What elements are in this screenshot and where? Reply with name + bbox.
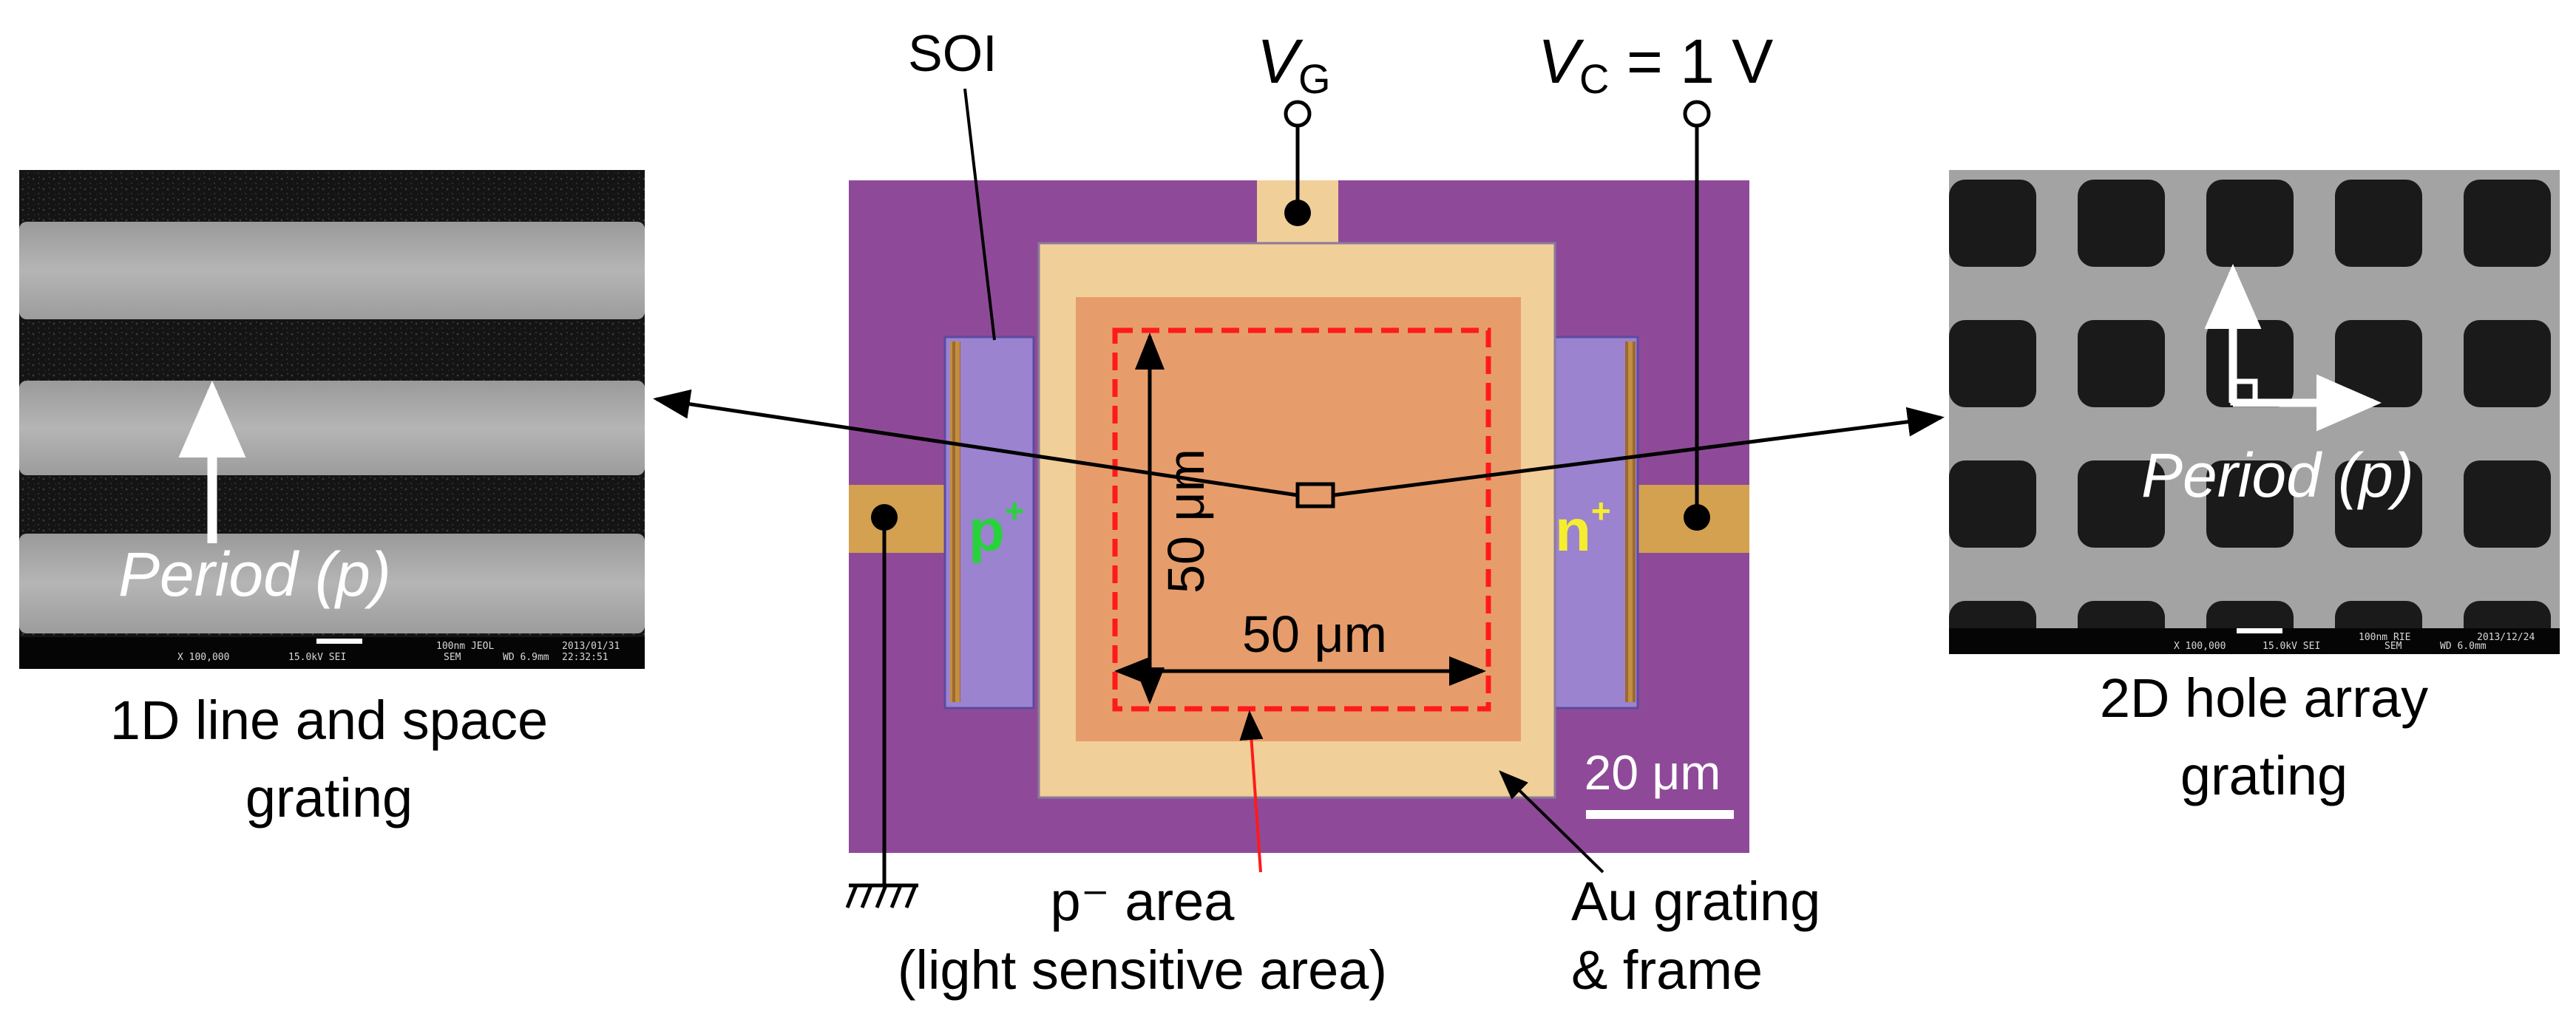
grating-hole: [2464, 320, 2551, 407]
right-angle-marker: [2230, 378, 2258, 406]
sem-info-text: WD 6.0mm: [2440, 641, 2487, 652]
grating-hole: [2206, 320, 2294, 407]
grating-hole: [2335, 320, 2422, 407]
sem-info-text: SEM: [444, 652, 461, 663]
left-caption-line2: grating: [245, 767, 413, 829]
grating-hole: [2464, 180, 2551, 267]
connector-arrow-left: [653, 389, 1298, 497]
right-finger-electrode: [1625, 341, 1636, 702]
sem-info-text: WD 6.9mm: [503, 652, 549, 663]
sem-scale-bar: [2237, 628, 2282, 633]
sem-info-text: 100nm RIE: [2359, 632, 2410, 643]
left-caption-line1: 1D line and space: [110, 690, 548, 751]
p-area-leader-arrow: [1239, 710, 1264, 873]
grating-hole: [2206, 180, 2294, 267]
gate-terminal-open: [1284, 100, 1312, 128]
p-area-label-line1: p⁻ area: [1051, 871, 1236, 932]
scale-bar-label: 20 μm: [1584, 745, 1721, 800]
vg-label: VG: [1257, 27, 1331, 102]
dimension-label-vertical: 50 μm: [1157, 449, 1215, 593]
right-caption-line1: 2D hole array: [2100, 667, 2428, 729]
dimension-label-horizontal: 50 μm: [1242, 605, 1387, 663]
p-plus-label: p+: [969, 492, 1025, 563]
collector-terminal-dot: [1684, 504, 1710, 531]
period-label: Period (p): [2141, 441, 2414, 510]
connector-arrow-right: [1332, 407, 1945, 497]
sem-info-text: X 100,000: [177, 652, 229, 663]
grating-line: [19, 534, 645, 633]
sem-info-text: X 100,000: [2174, 641, 2226, 652]
au-label-line1: Au grating: [1571, 871, 1820, 932]
soi-leader-line: [963, 88, 996, 341]
sem-info-text: 100nm JEOL: [436, 641, 494, 652]
left-finger-electrode: [950, 341, 960, 702]
grating-hole: [1949, 320, 2036, 407]
grating-hole: [2078, 180, 2165, 267]
sem-info-text: 15.0kV SEI: [288, 652, 346, 663]
device-micrograph: p+ n+ 50 μm 50 μm 20 μm: [849, 180, 1749, 853]
au-leader-arrow: [1499, 770, 1604, 874]
ground-terminal-dot: [871, 504, 898, 531]
soi-label: SOI: [908, 24, 997, 82]
p-area-label-line2: (light sensitive area): [898, 939, 1387, 1001]
grating-line: [19, 381, 645, 475]
vc-label: VC = 1 V: [1538, 27, 1773, 102]
grating-hole: [2464, 460, 2551, 548]
grating-hole: [2335, 180, 2422, 267]
sem-info-text: 2013/12/24: [2477, 632, 2535, 643]
grating-hole: [2078, 320, 2165, 407]
sem-info-text: 22:32:51: [562, 652, 609, 663]
sem-info-text: SEM: [2385, 641, 2402, 652]
grating-hole: [1949, 460, 2036, 548]
grating-hole: [2335, 460, 2422, 548]
period-label: Period (p): [118, 540, 391, 609]
sem-image-2d-hole-array: X 100,000 15.0kV SEI 100nm RIE SEM WD 6.…: [1949, 170, 2560, 654]
collector-terminal-open: [1683, 100, 1711, 128]
gate-terminal-dot: [1284, 200, 1311, 226]
light-sensitive-area-outline: [1112, 327, 1491, 712]
au-label-line2: & frame: [1571, 939, 1763, 1001]
sem-image-1d-grating: X 100,000 15.0kV SEI 100nm JEOL SEM WD 6…: [19, 170, 645, 669]
sem-info-text: 2013/01/31: [562, 641, 620, 652]
grating-hole: [1949, 180, 2036, 267]
grating-hole: [2078, 460, 2165, 548]
ground-icon: [845, 883, 918, 908]
right-caption-line2: grating: [2180, 745, 2348, 806]
scale-bar: [1586, 810, 1734, 819]
sem-scale-bar: [316, 639, 362, 644]
soi-right: [1546, 336, 1639, 710]
p-minus-region: [1076, 297, 1521, 741]
grating-line: [19, 222, 645, 319]
grating-hole: [2206, 460, 2294, 548]
sem-info-text: 15.0kV SEI: [2263, 641, 2320, 652]
n-plus-label: n+: [1555, 492, 1611, 563]
